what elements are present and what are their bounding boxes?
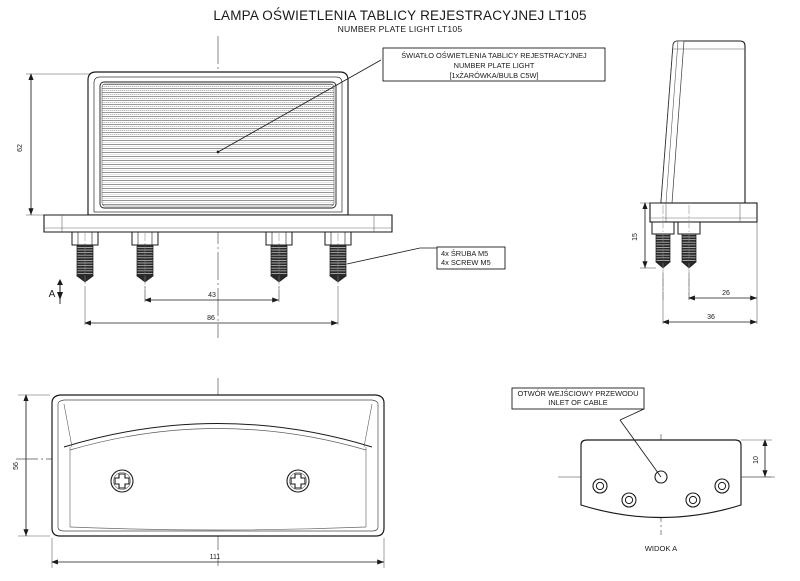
top-lens-arch-outer [63,423,373,448]
front-screw-1 [71,231,99,284]
side-lens-edge-face [660,40,685,204]
dim-label-111: 111 [210,554,221,561]
top-phillips-screw-left [110,469,134,493]
dimension-36: 36 [662,272,758,325]
callout-screw: 4x ŚRUBA M5 4x SCREW M5 [346,246,506,270]
front-view: 62 [17,36,393,338]
lens-surface-stipple [102,84,334,138]
phillips-cross-right [290,473,306,489]
dimension-86: 86 [84,286,339,326]
side-lens-edge-inner [665,40,679,204]
drawing-title-pl: LAMPA OŚWIETLENIA TABLICY REJESTRACYJNEJ… [213,8,586,23]
drawing-title-en: NUMBER PLATE LIGHT LT105 [338,24,463,34]
callout-lamp-line1: ŚWIATŁO OŚWIETLENIA TABLICY REJESTRACYJN… [401,51,587,60]
front-screw-3 [265,231,293,300]
callout-cable-box [511,387,645,410]
view-a-screw-hole-1 [592,478,608,494]
top-phillips-screw-right [286,469,310,493]
callout-lamp-line2: NUMBER PLATE LIGHT [454,61,535,70]
dimension-111: 111 [51,538,385,568]
view-a-label: WIDOK A [645,544,678,553]
callout-lamp-box [382,47,606,82]
callout-cable-line2: INLET OF CABLE [548,398,607,407]
dimension-height-62: 62 [17,73,34,215]
view-a-screw-hole-4 [714,478,730,494]
dimension-56: 56 [13,394,50,537]
top-lens-arch-inner [69,428,367,451]
side-view: 15 26 36 [632,40,758,325]
callout-screw-line1: 4x ŚRUBA M5 [441,249,488,258]
top-bevel-tr [363,403,373,448]
front-screw-4 [324,231,352,284]
callout-cable: OTWÓR WEJŚCIOWY PRZEWODU INLET OF CABLE [511,387,662,478]
dim-label-43: 43 [208,292,216,299]
top-housing-outline [51,394,385,537]
dim-label-36: 36 [707,314,715,321]
dim-label-86: 86 [207,315,215,322]
section-marker-a-label: A [49,289,56,300]
lens-surface-border [101,83,335,207]
dim-label-26: 26 [722,290,730,297]
callout-cable-line1: OTWÓR WEJŚCIOWY PRZEWODU [518,389,639,398]
callout-screw-box [436,246,506,270]
callout-lamp: ŚWIATŁO OŚWIETLENIA TABLICY REJESTRACYJN… [216,47,606,154]
view-a: 10 WIDOK A [558,434,775,553]
dimension-43: 43 [144,286,280,303]
dim-label-56: 56 [13,462,20,470]
front-base-plate [43,214,393,233]
callout-lamp-line3: [1xŻARÓWKA/BULB C5W] [449,71,538,80]
top-housing-inner-rim [57,399,379,532]
side-base-plate [649,202,758,223]
top-view: 56 111 [13,378,385,568]
dim-label-10: 10 [753,456,760,464]
top-bottom-lip [69,526,367,531]
top-bevel-tl [63,403,73,448]
phillips-cross-left [114,473,130,489]
view-a-screw-hole-2 [621,492,637,508]
callout-cable-leader [619,408,645,421]
dimension-10: 10 [741,439,772,478]
dimension-26: 26 [688,222,758,301]
callout-screw-line2: 4x SCREW M5 [441,258,491,267]
lens-frame [99,81,337,209]
front-screw-2 [131,231,159,300]
section-marker-a: A [49,279,63,304]
dimension-15: 15 [632,202,660,269]
dim-label-15: 15 [632,233,639,241]
dim-label-height: 62 [17,144,24,152]
side-screw-2 [677,205,701,300]
view-a-screw-hole-3 [685,492,701,508]
